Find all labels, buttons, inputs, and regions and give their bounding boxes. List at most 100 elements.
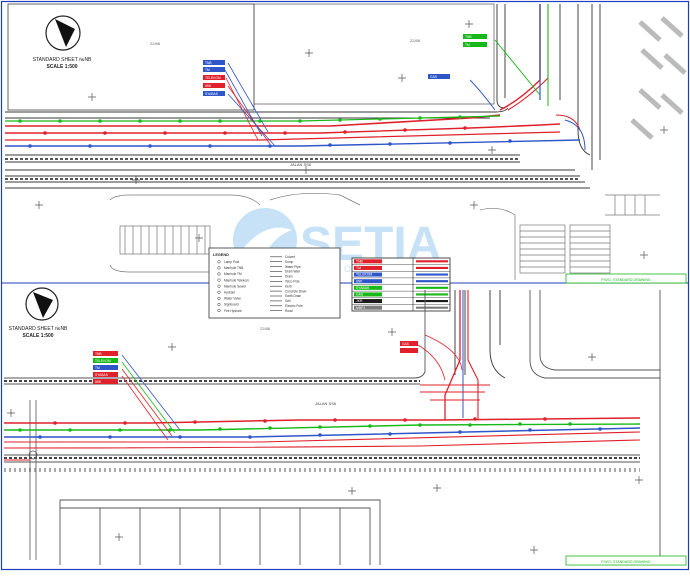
legend-item: Lamp Post <box>224 260 239 264</box>
legend-item: Signboard <box>224 303 239 307</box>
sheet-title: STANDARD SHEET №NB <box>9 326 68 332</box>
building-outlines <box>4 290 661 565</box>
color-swatch <box>354 285 382 290</box>
junction-lines <box>454 290 506 379</box>
legend-item: Drain Wall <box>285 270 300 274</box>
block-label: 22/88 <box>150 41 161 46</box>
callout-label: IWK <box>205 84 212 88</box>
legend-symbol-icon <box>217 302 221 307</box>
legend-item: Manhole TM <box>224 272 242 276</box>
color-key-label: IWK <box>356 279 363 283</box>
legend-symbol-icon <box>217 272 221 276</box>
sheet-scale: SCALE 1:500 <box>46 64 77 70</box>
road-label: JALAN SS6 <box>290 162 312 167</box>
legend-symbol-icon <box>217 278 221 282</box>
side-tag-box <box>565 273 687 284</box>
legend-item: Telco Pole <box>285 280 300 284</box>
color-swatch <box>354 259 382 264</box>
callout-label: IWK <box>95 380 102 384</box>
legend-item: Manhole Telekom <box>224 278 249 282</box>
legend-title: LEGEND <box>213 253 229 257</box>
legend-symbol-icon <box>217 284 221 288</box>
color-key-label: SYABAS <box>356 286 370 290</box>
callout-label: SYABAS <box>95 373 109 377</box>
utility-callouts-top: TNB TM TELEKOM IWK SYABAS GAS TNB TM <box>203 34 487 96</box>
sheet-scale: SCALE 1:500 <box>22 333 53 339</box>
road-edges <box>5 107 590 189</box>
legend-item: Water Valve <box>224 297 241 301</box>
manhole-markers-bottom <box>18 417 602 439</box>
junction-lines <box>496 4 601 170</box>
legend-item: Concrete Drain <box>285 289 307 293</box>
callout-label: TM <box>465 43 470 47</box>
kerb-hatch <box>5 158 580 180</box>
legend-symbol-icon <box>217 309 221 313</box>
parking-area <box>109 192 660 280</box>
legend-symbol-icon <box>217 260 221 264</box>
color-key-label: JKR <box>356 299 363 303</box>
block-label: 22/88 <box>260 326 271 331</box>
north-arrow-icon <box>25 287 59 321</box>
side-tag: P.W.D. STANDARD DRAWING <box>601 560 651 564</box>
callout-label: TNB <box>465 35 472 39</box>
legend-item: Earth Drain <box>285 294 301 298</box>
color-key-label: TNB <box>356 259 364 263</box>
legend-item: Drain <box>285 275 293 279</box>
utility-lines-bottom <box>3 290 641 461</box>
legend-symbol-icon <box>217 290 221 294</box>
legend-item: Kerb <box>285 284 292 288</box>
kerb-hatch <box>4 380 640 459</box>
legend-item: Electric Pole <box>285 304 303 308</box>
callout-label: TM <box>205 68 210 72</box>
legend-item: Grill <box>285 299 291 303</box>
road-label: JALAN SS6 <box>315 401 337 406</box>
manhole-markers-top <box>18 115 512 148</box>
callout-label: SYABAS <box>205 92 219 96</box>
utility-callouts-bottom: TNB TELEKOM TM SYABAS IWK GAS <box>93 341 418 384</box>
side-tag: P.W.D. STANDARD DRAWING <box>601 278 651 282</box>
legend-item: Manhole TNB <box>224 266 243 270</box>
legend-item: Hydrant <box>224 291 235 295</box>
top-sheet: STANDARD SHEET №NB SCALE 1:500 22/88 22/… <box>5 3 687 284</box>
color-swatch <box>354 279 382 284</box>
legend-symbol-icon <box>217 296 221 300</box>
legend-item: Sump <box>285 260 294 264</box>
legend-item: Water Pipe <box>285 265 301 269</box>
color-swatch <box>354 305 382 310</box>
pole-column <box>28 400 38 560</box>
block-label: 22/88 <box>410 38 421 43</box>
color-key-label: TELEKOM <box>356 273 372 277</box>
callout-label: TELEKOM <box>95 359 111 363</box>
color-swatch <box>354 265 382 270</box>
side-tag-box <box>565 555 687 566</box>
bottom-sheet: STANDARD SHEET №NB SCALE 1:500 22/88 JAL… <box>3 287 687 566</box>
legend-symbol-icon <box>217 266 221 270</box>
sheet-title: STANDARD SHEET №NB <box>33 57 92 63</box>
color-key-label: TM <box>356 266 361 270</box>
callout-label: TELEKOM <box>205 76 221 80</box>
color-swatch <box>354 299 382 304</box>
building-chevrons <box>630 16 687 140</box>
north-arrow-icon <box>45 15 81 51</box>
legend-item: Fire Hydrant <box>224 309 242 313</box>
utility-lines-top <box>5 4 586 151</box>
survey-markers <box>7 328 643 554</box>
color-key-table: TNB TM TELEKOM IWK SYABAS GAS JKR MBPJ <box>351 257 451 312</box>
legend-item: Road <box>285 309 293 313</box>
color-swatch <box>354 272 382 277</box>
callout-label: TNB <box>205 61 212 65</box>
color-swatch <box>354 292 382 297</box>
callout-label: GAS <box>402 342 410 346</box>
legend-item: Manhole Sewer <box>224 284 247 288</box>
callout-label: TM <box>95 366 100 370</box>
color-key-label: MBPJ <box>356 306 365 310</box>
callout-label: TNB <box>95 352 102 356</box>
callout-label: GAS <box>430 75 438 79</box>
legend-item: Culvert <box>285 255 295 259</box>
color-key-label: GAS <box>356 293 364 297</box>
